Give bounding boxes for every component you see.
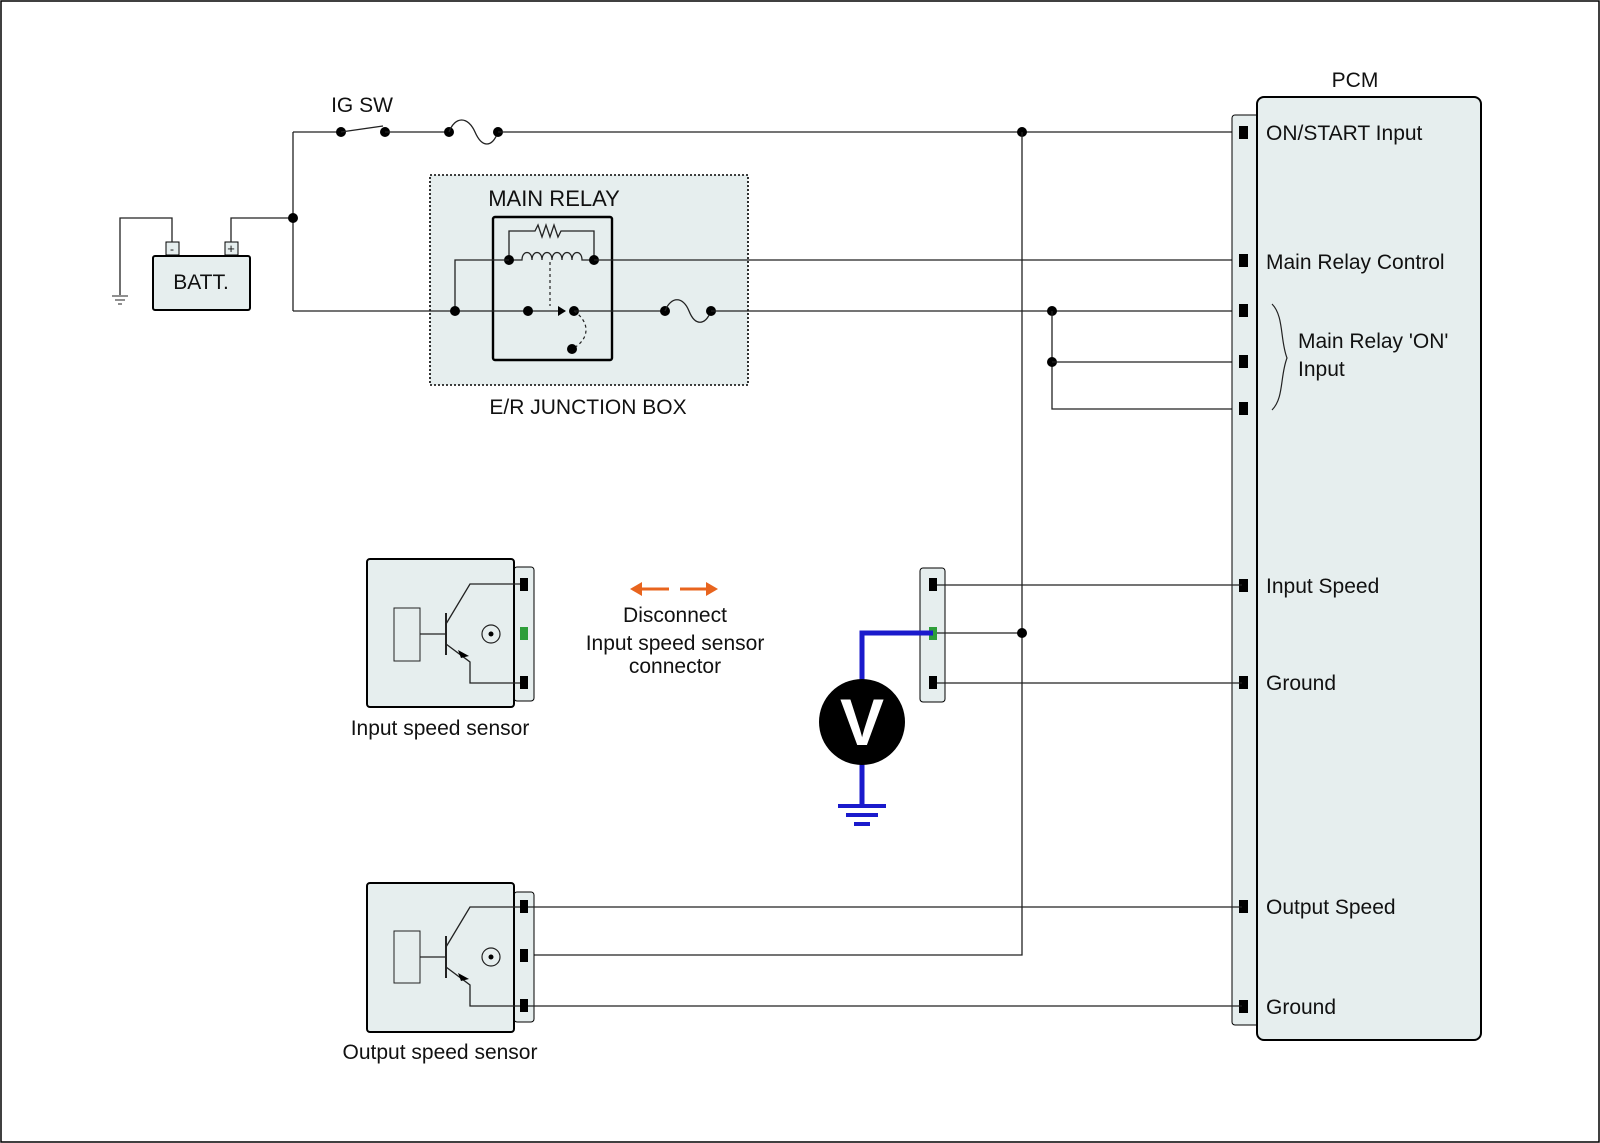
ig-switch-label: IG SW [331,94,393,117]
instruction-line-2: Input speed sensor [586,632,765,655]
pcm-pins [1239,126,1248,1013]
relay-resistor [508,222,595,260]
pcm-pin-ground-2: Ground [1266,996,1336,1019]
ig-switch-blade [340,125,384,133]
pcm-module [1256,96,1482,1041]
battery-negative-label: - [170,242,174,256]
battery-positive-label: + [227,241,235,256]
instruction-line-3: connector [629,655,721,678]
main-relay-label: MAIN RELAY [488,186,620,211]
ground-symbol-icon [112,295,128,305]
pcm-pin-output-speed: Output Speed [1266,896,1396,919]
battery-label: BATT. [173,271,229,294]
voltmeter-icon: V [819,679,905,765]
pcm-pin-input-speed: Input Speed [1266,575,1379,598]
relay-coil [509,251,594,261]
main-relay [491,215,614,362]
pcm-pin-main-relay-on-line1: Main Relay 'ON' [1298,330,1448,353]
pcm-pin-on-start: ON/START Input [1266,122,1423,145]
output-speed-sensor-label: Output speed sensor [343,1041,538,1064]
pcm-label: PCM [1332,69,1379,92]
battery-ground-wire [119,217,173,295]
input-speed-sensor [366,558,535,708]
relay-fuse-icon [664,299,712,323]
voltmeter-label: V [840,685,884,759]
fuse-icon [448,119,499,145]
junction-box-label: E/R JUNCTION BOX [489,396,686,419]
sensor-supply-wire [526,132,1023,956]
battery: - + BATT. [152,241,251,311]
pcm-pin-ground-1: Ground [1266,672,1336,695]
meter-ground-symbol-icon [838,804,886,826]
pcm-pin-main-relay-on-line2: Input [1298,358,1345,381]
pcm-pin-main-relay-control: Main Relay Control [1266,251,1445,274]
input-speed-sensor-label: Input speed sensor [351,717,530,740]
instruction-line-1: Disconnect [623,604,727,627]
battery-positive-wire [230,217,293,242]
tested-pin [520,627,528,640]
double-arrow-icon [630,582,718,596]
pin-group-brace [1271,303,1288,411]
pcm-connector [1231,114,1261,1026]
output-speed-sensor [366,882,535,1033]
meter-positive-lead [859,630,933,695]
